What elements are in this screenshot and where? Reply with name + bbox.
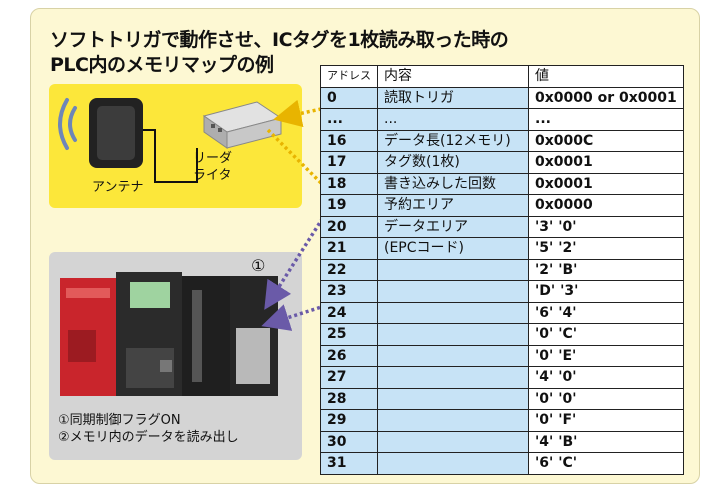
value-cell: 0x0000 xyxy=(528,194,684,217)
value-cell: 'D' '3' xyxy=(528,280,684,303)
value-cell: '2' 'B' xyxy=(528,258,684,281)
content-cell xyxy=(377,366,529,389)
value-cell: '5' '2' xyxy=(528,237,684,260)
table-row: 27 '4' '0' xyxy=(320,366,684,389)
address-cell: 21 xyxy=(320,237,378,260)
arrow-data-to-plc xyxy=(261,280,401,331)
device-illustration xyxy=(58,98,283,183)
value-cell: '4' 'B' xyxy=(528,430,684,453)
table-row: 23 'D' '3' xyxy=(320,280,684,303)
content-cell: 読取トリガ xyxy=(377,86,529,109)
value-cell: ... xyxy=(528,108,684,131)
value-cell: '4' '0' xyxy=(528,366,684,389)
address-cell: 0 xyxy=(320,86,378,109)
table-row: 22 '2' 'B' xyxy=(320,258,684,281)
address-cell: 23 xyxy=(320,280,378,303)
address-cell: 31 xyxy=(320,452,378,475)
plc-io-module xyxy=(182,276,230,396)
content-cell: (EPCコード) xyxy=(377,237,529,260)
table-row: 24 '6' '4' xyxy=(320,301,684,324)
content-cell: 書き込みした回数 xyxy=(377,172,529,195)
address-cell: 16 xyxy=(320,129,378,152)
address-cell: 25 xyxy=(320,323,378,346)
step-2-caption: ②メモリ内のデータを読み出し xyxy=(58,430,239,445)
content-cell xyxy=(377,258,529,281)
header-value: 値 xyxy=(528,65,684,88)
plc-power-module xyxy=(60,278,116,396)
reader-writer-label: リーダ ライタ xyxy=(193,150,232,184)
content-cell xyxy=(377,452,529,475)
value-cell: '0' 'C' xyxy=(528,323,684,346)
plc-illustration xyxy=(60,272,278,396)
value-cell: 0x0001 xyxy=(528,151,684,174)
table-row: 21(EPCコード)'5' '2' xyxy=(320,237,684,260)
address-cell: 30 xyxy=(320,430,378,453)
content-cell xyxy=(377,409,529,432)
content-cell: タグ数(1枚) xyxy=(377,151,529,174)
address-cell: 20 xyxy=(320,215,378,238)
content-cell xyxy=(377,301,529,324)
value-cell: 0x0000 or 0x0001 xyxy=(528,86,684,109)
content-cell xyxy=(377,344,529,367)
table-header-row: アドレス 内容 値 xyxy=(320,65,684,88)
content-cell xyxy=(377,387,529,410)
value-cell: '3' '0' xyxy=(528,215,684,238)
content-cell xyxy=(377,323,529,346)
table-row: 31 '6' 'C' xyxy=(320,452,684,475)
address-cell: 18 xyxy=(320,172,378,195)
address-cell: ... xyxy=(320,108,378,131)
antenna-icon xyxy=(89,98,143,168)
value-cell: '6' 'C' xyxy=(528,452,684,475)
address-cell: 28 xyxy=(320,387,378,410)
title-line-2: PLC内のメモリマップの例 xyxy=(50,54,274,76)
address-cell: 17 xyxy=(320,151,378,174)
table-row: ......... xyxy=(320,108,684,131)
header-address: アドレス xyxy=(320,65,378,88)
address-cell: 22 xyxy=(320,258,378,281)
step-1-caption: ①同期制御フラグON xyxy=(58,413,181,428)
content-cell xyxy=(377,280,529,303)
header-content: 内容 xyxy=(377,65,529,88)
table-row: 28 '0' '0' xyxy=(320,387,684,410)
arrow-trigger-to-reader xyxy=(273,94,381,128)
plc-caption: ①同期制御フラグON ②メモリ内のデータを読み出し xyxy=(58,412,239,446)
table-row: 26 '0' 'E' xyxy=(320,344,684,367)
step-1-marker: ① xyxy=(251,256,266,275)
value-cell: '0' 'E' xyxy=(528,344,684,367)
wireless-icon xyxy=(58,98,77,150)
address-cell: 24 xyxy=(320,301,378,324)
table-row: 25 '0' 'C' xyxy=(320,323,684,346)
address-cell: 29 xyxy=(320,409,378,432)
address-cell: 27 xyxy=(320,366,378,389)
value-cell: '0' 'F' xyxy=(528,409,684,432)
value-cell: '6' '4' xyxy=(528,301,684,324)
address-cell: 19 xyxy=(320,194,378,217)
reader-label-line-2: ライタ xyxy=(193,168,232,183)
antenna-label: アンテナ xyxy=(92,180,144,195)
content-cell: データエリア xyxy=(377,215,529,238)
reader-label-line-1: リーダ xyxy=(193,151,233,166)
content-cell xyxy=(377,430,529,453)
content-cell: データ長(12メモリ) xyxy=(377,129,529,152)
content-cell: ... xyxy=(377,108,529,131)
value-cell: 0x000C xyxy=(528,129,684,152)
value-cell: '0' '0' xyxy=(528,387,684,410)
table-row: 30 '4' 'B' xyxy=(320,430,684,453)
plc-cpu-module xyxy=(116,272,182,396)
content-cell: 予約エリア xyxy=(377,194,529,217)
address-cell: 26 xyxy=(320,344,378,367)
diagram-title: ソフトトリガで動作させ、ICタグを1枚読み取った時の PLC内のメモリマップの例 xyxy=(50,28,509,78)
value-cell: 0x0001 xyxy=(528,172,684,195)
title-line-1: ソフトトリガで動作させ、ICタグを1枚読み取った時の xyxy=(50,29,509,51)
reader-writer-icon xyxy=(202,101,283,149)
table-row: 29 '0' 'F' xyxy=(320,409,684,432)
